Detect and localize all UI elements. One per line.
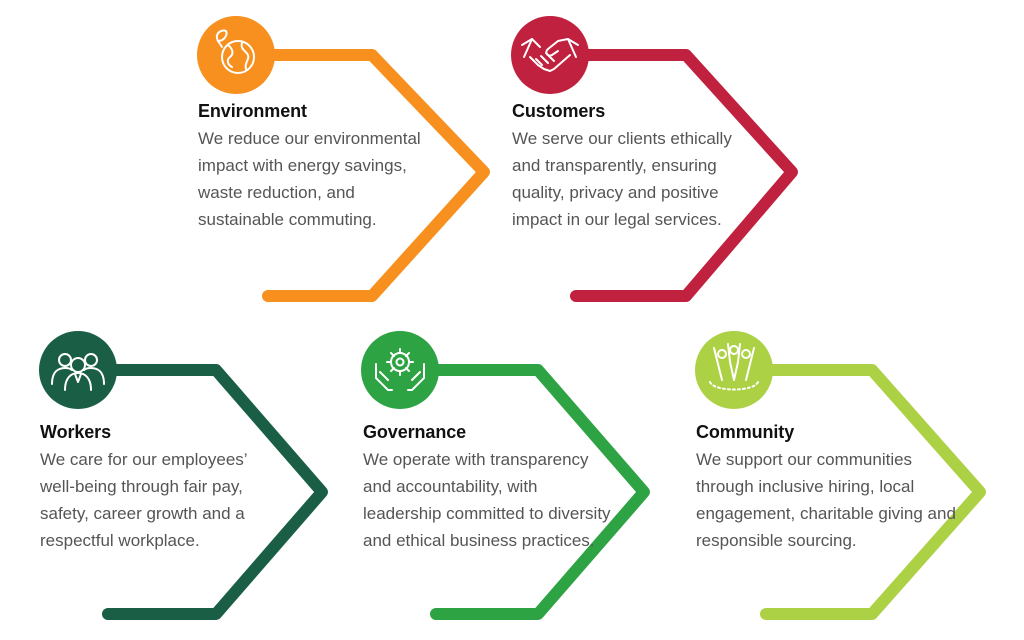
- community-icon-circle: [695, 331, 773, 409]
- workers-icon-circle: [39, 331, 117, 409]
- community-hexagon-line: [748, 364, 986, 620]
- environment-icon-circle: [197, 16, 275, 94]
- community-title: Community: [696, 422, 795, 442]
- workers-frame: [39, 331, 328, 620]
- workers-hexagon-line: [94, 364, 328, 620]
- customers-frame: [511, 16, 798, 302]
- customers-title: Customers: [512, 101, 606, 121]
- customers-card: Customers We serve our clients ethically…: [512, 99, 752, 233]
- environment-title: Environment: [198, 101, 307, 121]
- workers-card: Workers We care for our employees’ well-…: [40, 420, 280, 554]
- governance-title: Governance: [363, 422, 467, 442]
- governance-description: We operate with transparency and account…: [363, 450, 611, 550]
- environment-card: Environment We reduce our environmental …: [198, 99, 438, 233]
- workers-description: We care for our employees’ well-being th…: [40, 450, 247, 550]
- handshake-icon: [521, 38, 579, 72]
- environment-description: We reduce our environmental impact with …: [198, 129, 421, 229]
- people-group-icon: [51, 353, 105, 391]
- governance-hexagon-line: [414, 364, 650, 620]
- community-frame: [695, 331, 986, 620]
- customers-description: We serve our clients ethically and trans…: [512, 129, 732, 229]
- community-description: We support our communities through inclu…: [696, 450, 956, 550]
- governance-card: Governance We operate with transparency …: [363, 420, 618, 554]
- hands-gear-icon: [375, 348, 425, 391]
- environment-hexagon-line: [252, 49, 490, 302]
- globe-leaf-icon: [216, 29, 255, 74]
- environment-frame: [197, 16, 490, 302]
- governance-frame: [361, 331, 650, 620]
- workers-title: Workers: [40, 422, 112, 442]
- customers-hexagon-line: [564, 49, 798, 302]
- community-hands-icon: [709, 343, 759, 391]
- community-card: Community We support our communities thr…: [696, 420, 961, 554]
